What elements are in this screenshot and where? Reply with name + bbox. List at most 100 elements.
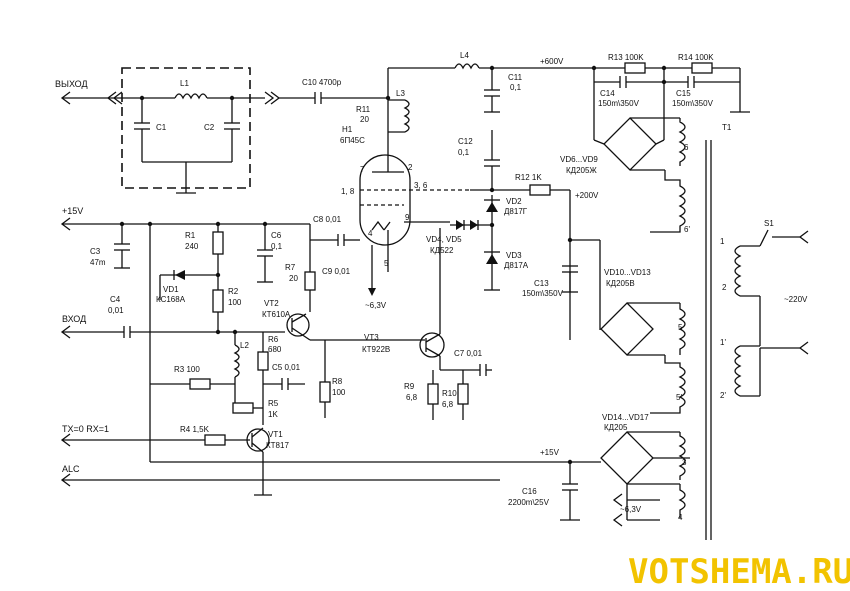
port-15v-label: +15V [62,206,83,216]
r6-value: 680 [268,345,282,354]
c10-label: C10 4700p [302,78,342,87]
tube-pin-7: 7 [360,165,365,174]
r1-label: R1 [185,231,196,240]
vd1-label: VD1 [163,285,179,294]
r12-label: R12 1K [515,173,542,182]
hv-filter-bank: R13 100K R14 100K C14 150m\350V C15 150m… [593,53,750,140]
r4-label: R4 1,5K [180,425,210,434]
tube-pin-4: 4 [368,229,373,238]
r5-label: R5 [268,399,279,408]
r9-label: R9 [404,382,415,391]
t1-label: T1 [722,123,732,132]
winding-4: 4 [678,513,683,522]
r14-label: R14 100K [678,53,714,62]
c12-value: 0,1 [458,148,470,157]
l1-label: L1 [180,79,189,88]
r3-label: R3 100 [174,365,200,374]
winding-3: 3 [682,458,687,467]
screen-supply: C12 0,1 R12 1K +200V VD2 Д817Г VD3 Д817А… [426,130,601,340]
rail-heater-2: ~6,3V [620,505,642,514]
transformer-t1: T1 S1 ~220V 1 2 1' 2' [705,123,809,540]
r1-value: 240 [185,242,199,251]
c13-value: 150m\350V [522,289,564,298]
tube-pin-5: 5 [384,259,389,268]
vd45-label: VD4, VD5 [426,235,462,244]
winding-1: 1 [720,237,725,246]
vt3-label: VT3 [364,333,379,342]
vt1-value: КТ817 [266,441,289,450]
winding-2p: 2' [720,391,726,400]
anode-circuit: R11 20 L3 H1 6П45С C10 4700p L4 C11 0,1 … [302,51,740,160]
output-filter-block: ВЫХОД L1 C1 C2 [55,67,315,194]
tube-pin-36: 3, 6 [414,181,428,190]
rail-200v: +200V [575,191,599,200]
vd6-label: VD6...VD9 [560,155,598,164]
bridge-vd14-vd17: VD14...VD17 КД205 3 4 [600,413,690,522]
vd14-label: VD14...VD17 [602,413,649,422]
c11-value: 0,1 [510,83,522,92]
vd2-value: Д817Г [504,207,528,216]
r11-label: R11 [356,105,371,114]
port-txrx-label: TX=0 RX=1 [62,424,109,434]
c8-label: C8 0,01 [313,215,342,224]
r6-label: R6 [268,335,279,344]
vd2-label: VD2 [506,197,522,206]
vt2-value: КТ610А [262,310,291,319]
vd10-value: КД205В [606,279,635,288]
low-voltage-supply: +15V C16 2200m\25V ~6,3V [508,448,660,527]
c1-label: C1 [156,123,167,132]
rail-heater-1: ~6,3V [365,301,387,310]
winding-2: 2 [722,283,727,292]
c6-value: 0,1 [271,242,283,251]
vd14-value: КД205 [604,423,628,432]
r10-value: 6,8 [442,400,454,409]
c16-value: 2200m\25V [508,498,550,507]
r7-value: 20 [289,274,298,283]
vt2-label: VT2 [264,299,279,308]
vd10-label: VD10...VD13 [604,268,651,277]
c3-value: 47m [90,258,106,267]
tube-h1: 7 2 1, 8 3, 6 4 5 9 [341,154,470,268]
rail-600v: +600V [540,57,564,66]
bridge-vd6-vd9: VD6...VD9 КД205Ж 6 6' [560,117,690,234]
s1-label: S1 [764,219,774,228]
c15-label: C15 [676,89,691,98]
r2-label: R2 [228,287,239,296]
tube-pin-18: 1, 8 [341,187,355,196]
l3-label: L3 [396,89,405,98]
port-alc-label: ALC [62,464,80,474]
tube-pin-2: 2 [408,163,413,172]
c4-value: 0,01 [108,306,124,315]
winding-6: 6 [684,143,689,152]
h1-label: H1 [342,125,353,134]
c13-label: C13 [534,279,549,288]
bridge-vd10-vd13: VD10...VD13 КД205В 5 5' [600,268,686,414]
mains-label: ~220V [784,295,808,304]
c2-label: C2 [204,123,215,132]
r7-label: R7 [285,263,296,272]
c16-label: C16 [522,487,537,496]
port-input-label: ВХОД [62,314,86,324]
r2-value: 100 [228,298,242,307]
h1-value: 6П45С [340,136,365,145]
watermark-votshema: VOTSHEMA.RU [628,552,850,591]
r9-value: 6,8 [406,393,418,402]
driver-stage: +15V C3 47m R1 240 C6 0,1 C8 0,01 R7 20 … [60,206,560,496]
c3-label: C3 [90,247,101,256]
c14-value: 150m\350V [598,99,640,108]
winding-5p: 5' [676,393,682,402]
c5-label: C5 0,01 [272,363,301,372]
vd6-value: КД205Ж [566,166,597,175]
vt3-value: КТ922В [362,345,390,354]
winding-6p: 6' [684,225,690,234]
r8-value: 100 [332,388,346,397]
l4-label: L4 [460,51,469,60]
l2-label: L2 [240,341,249,350]
port-output-label: ВЫХОД [55,79,88,89]
c14-label: C14 [600,89,615,98]
vd3-label: VD3 [506,251,522,260]
r5-value: 1K [268,410,278,419]
vt1-label: VT1 [268,430,283,439]
c15-value: 150m\350V [672,99,714,108]
